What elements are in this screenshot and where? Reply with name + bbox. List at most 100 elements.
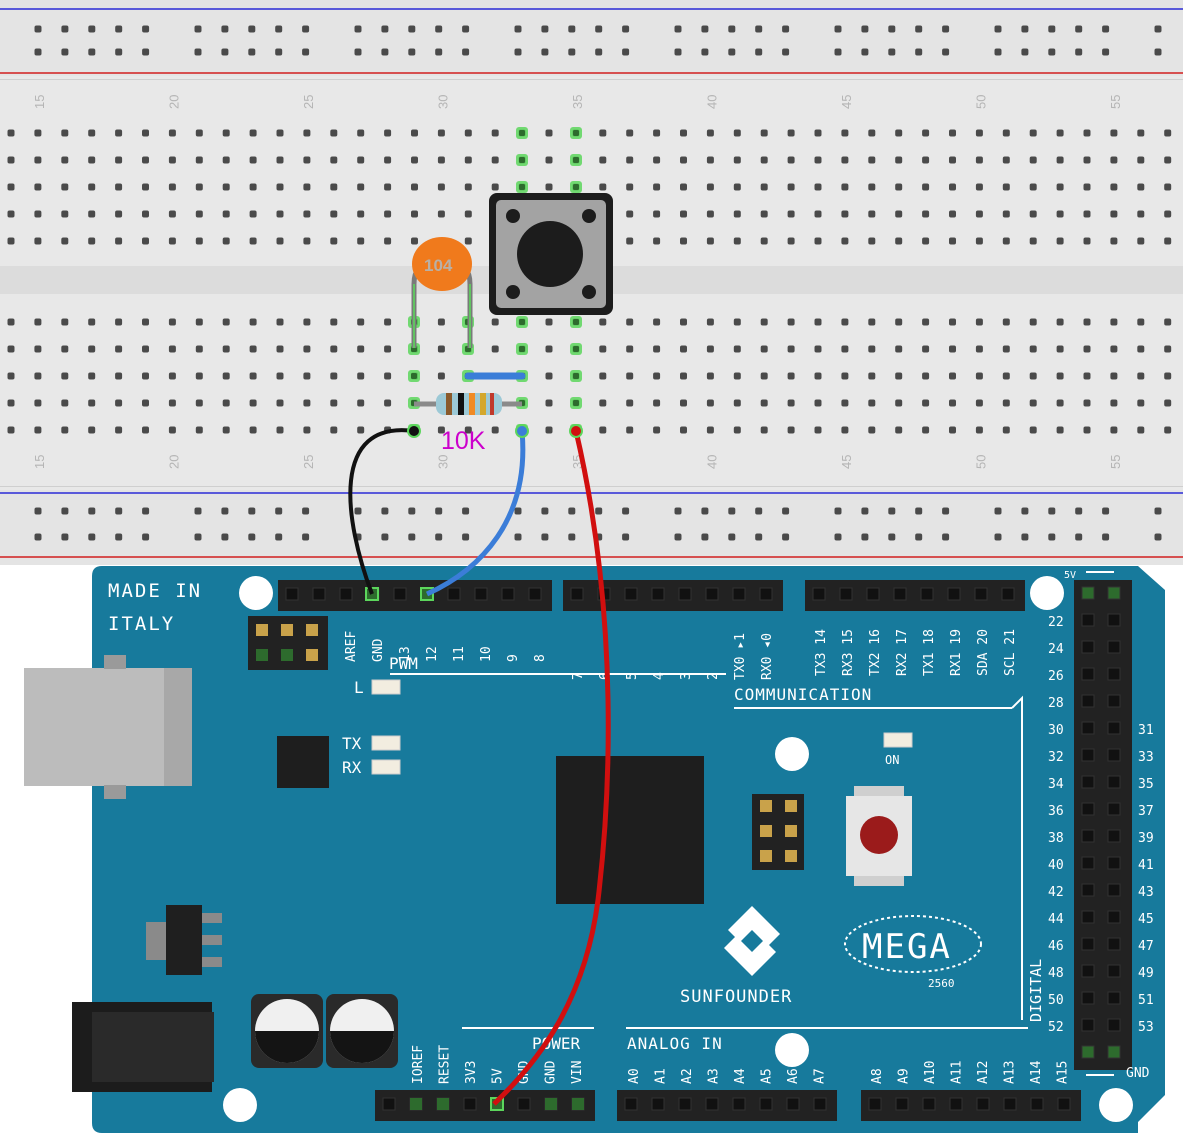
- header-pin[interactable]: [949, 1097, 963, 1111]
- header-pin[interactable]: [1107, 667, 1121, 681]
- header-pin[interactable]: [1081, 856, 1095, 870]
- header-pin[interactable]: [1081, 748, 1095, 762]
- header-pin[interactable]: [812, 587, 826, 601]
- header-pin[interactable]: [1030, 1097, 1044, 1111]
- breadboard-hole: [276, 318, 284, 326]
- header-pin[interactable]: [651, 1097, 665, 1111]
- header-pin[interactable]: [732, 1097, 746, 1111]
- header-pin[interactable]: [1107, 856, 1121, 870]
- header-pin[interactable]: [1107, 1018, 1121, 1032]
- breadboard-hole: [782, 48, 790, 56]
- header-pin[interactable]: [1081, 829, 1095, 843]
- header-pin[interactable]: [447, 587, 461, 601]
- header-pin[interactable]: [1081, 910, 1095, 924]
- header-pin[interactable]: [974, 587, 988, 601]
- header-pin[interactable]: [1081, 775, 1095, 789]
- breadboard-hole: [408, 533, 416, 541]
- breadboard-hole: [330, 372, 338, 380]
- header-pin[interactable]: [312, 587, 326, 601]
- header-pin[interactable]: [1107, 1045, 1121, 1059]
- header-pin[interactable]: [1081, 721, 1095, 735]
- header-pin[interactable]: [1003, 1097, 1017, 1111]
- header-pin[interactable]: [839, 587, 853, 601]
- header-pin[interactable]: [1107, 775, 1121, 789]
- header-pin[interactable]: [1107, 613, 1121, 627]
- header-pin[interactable]: [678, 587, 692, 601]
- breadboard-hole: [895, 129, 903, 137]
- header-pin[interactable]: [920, 587, 934, 601]
- header-pin[interactable]: [1081, 964, 1095, 978]
- header-pin[interactable]: [866, 587, 880, 601]
- header-pin[interactable]: [339, 587, 353, 601]
- header-pin[interactable]: [1107, 586, 1121, 600]
- header-pin[interactable]: [1107, 883, 1121, 897]
- header-pin[interactable]: [1081, 640, 1095, 654]
- header-pin[interactable]: [393, 587, 407, 601]
- header-pin[interactable]: [1081, 991, 1095, 1005]
- header-pin[interactable]: [895, 1097, 909, 1111]
- header-pin[interactable]: [759, 1097, 773, 1111]
- header-pin[interactable]: [651, 587, 665, 601]
- header-pin[interactable]: [1107, 802, 1121, 816]
- black-wire[interactable]: [348, 428, 415, 595]
- breadboard-hole: [1083, 237, 1091, 245]
- header-pin[interactable]: [624, 1097, 638, 1111]
- breadboard-hole: [276, 237, 284, 245]
- breadboard-hole: [357, 372, 365, 380]
- header-pin[interactable]: [868, 1097, 882, 1111]
- header-pin[interactable]: [893, 587, 907, 601]
- header-pin[interactable]: [1107, 748, 1121, 762]
- header-pin[interactable]: [1081, 694, 1095, 708]
- header-pin[interactable]: [1001, 587, 1015, 601]
- header-pin[interactable]: [474, 587, 488, 601]
- header-pin[interactable]: [786, 1097, 800, 1111]
- pin-label: A12: [976, 1061, 991, 1084]
- header-pin[interactable]: [705, 1097, 719, 1111]
- header-pin[interactable]: [285, 587, 299, 601]
- breadboard-hole: [706, 183, 714, 191]
- header-pin[interactable]: [678, 1097, 692, 1111]
- breadboard-hole: [7, 183, 15, 191]
- header-pin[interactable]: [1107, 721, 1121, 735]
- header-pin[interactable]: [528, 587, 542, 601]
- header-pin[interactable]: [1081, 1045, 1095, 1059]
- header-pin[interactable]: [1107, 694, 1121, 708]
- blue-wire[interactable]: [425, 430, 526, 597]
- header-pin[interactable]: [705, 587, 719, 601]
- header-pin[interactable]: [1081, 667, 1095, 681]
- header-pin[interactable]: [1107, 937, 1121, 951]
- push-button[interactable]: [489, 193, 613, 315]
- red-wire[interactable]: [492, 430, 611, 1106]
- header-pin[interactable]: [1081, 883, 1095, 897]
- header-pin[interactable]: [1081, 1018, 1095, 1032]
- header-pin[interactable]: [570, 587, 584, 601]
- header-pin[interactable]: [976, 1097, 990, 1111]
- breadboard-hole: [841, 318, 849, 326]
- breadboard-hole: [222, 183, 230, 191]
- header-pin[interactable]: [1107, 964, 1121, 978]
- icsp-pin: [256, 649, 268, 661]
- header-pin[interactable]: [382, 1097, 396, 1111]
- header-pin[interactable]: [1107, 991, 1121, 1005]
- header-pin[interactable]: [1081, 586, 1095, 600]
- header-pin[interactable]: [624, 587, 638, 601]
- header-pin[interactable]: [922, 1097, 936, 1111]
- header-pin[interactable]: [1081, 613, 1095, 627]
- breadboard-hole: [1029, 399, 1037, 407]
- header-pin[interactable]: [517, 1097, 531, 1111]
- header-pin[interactable]: [463, 1097, 477, 1111]
- reset-button[interactable]: [846, 786, 912, 886]
- header-pin[interactable]: [1081, 802, 1095, 816]
- breadboard-hole: [922, 399, 930, 407]
- header-pin[interactable]: [1107, 640, 1121, 654]
- header-pin[interactable]: [501, 587, 515, 601]
- header-pin[interactable]: [732, 587, 746, 601]
- header-pin[interactable]: [1107, 829, 1121, 843]
- header-pin[interactable]: [1081, 937, 1095, 951]
- header-pin[interactable]: [1107, 910, 1121, 924]
- header-pin[interactable]: [759, 587, 773, 601]
- header-pin[interactable]: [1057, 1097, 1071, 1111]
- breadboard-hole: [782, 507, 790, 515]
- header-pin[interactable]: [947, 587, 961, 601]
- header-pin[interactable]: [813, 1097, 827, 1111]
